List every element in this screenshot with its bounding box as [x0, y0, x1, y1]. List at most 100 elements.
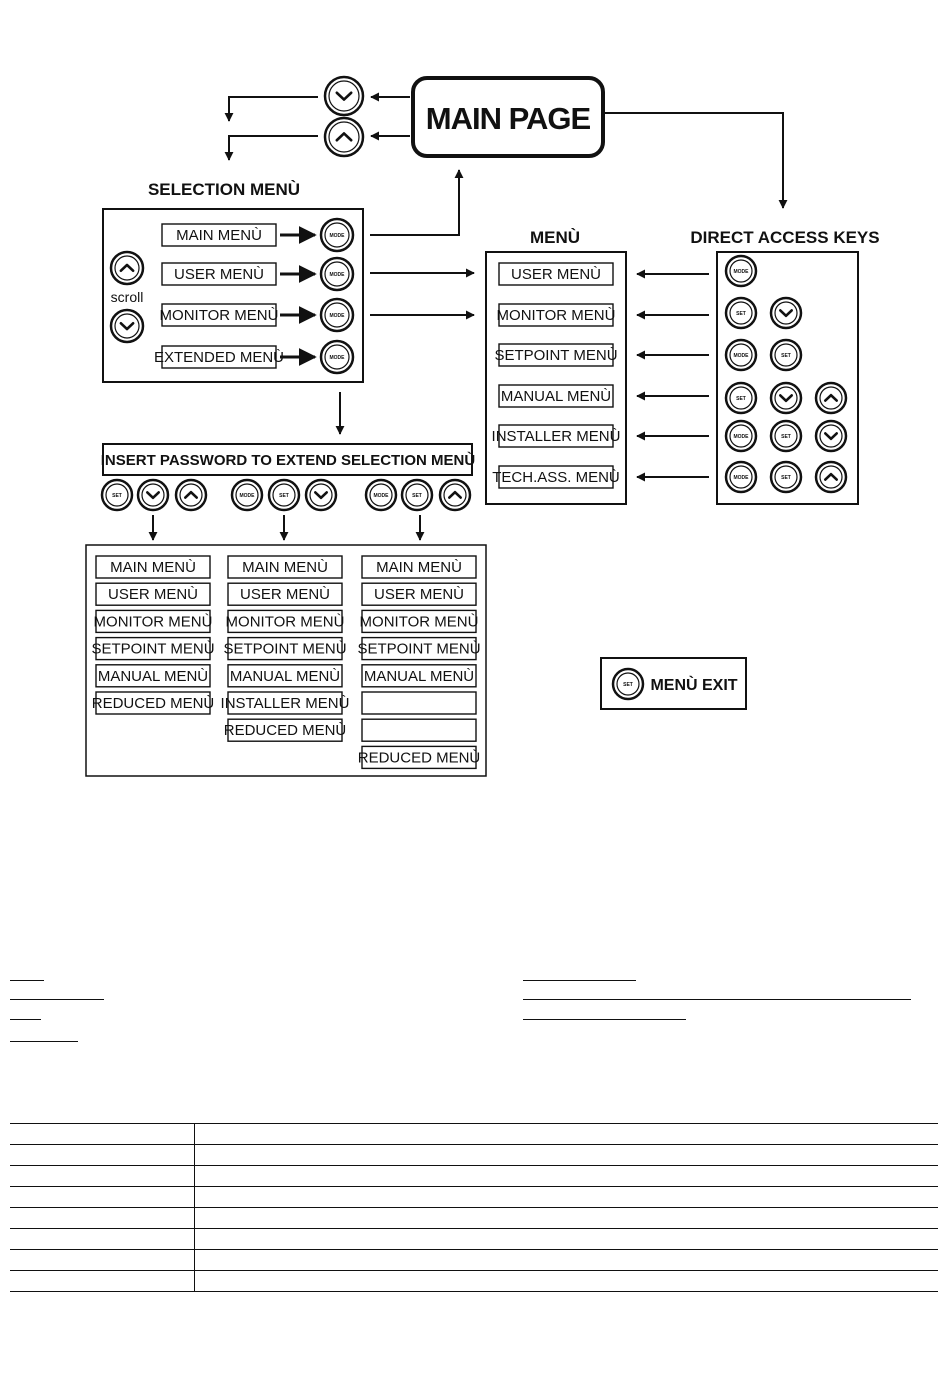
down-chevron-key[interactable] — [109, 308, 145, 344]
menu-item-box — [498, 424, 614, 448]
extended-menu-item-box — [95, 636, 211, 661]
extended-menu-item-box — [227, 555, 343, 579]
set-key-label: SET — [781, 353, 791, 359]
extended-menu-item: SETPOINT MENÙ — [223, 641, 346, 658]
down-chevron-key[interactable] — [136, 478, 170, 512]
mode-key[interactable]: MODE — [724, 460, 758, 494]
up-chevron-key[interactable] — [814, 460, 848, 494]
mode-key[interactable]: MODE — [364, 478, 398, 512]
table-row — [10, 1249, 938, 1271]
extended-menu-item: MAIN MENÙ — [242, 559, 328, 576]
table-row — [10, 1207, 938, 1229]
extended-menu-item-box — [227, 664, 343, 688]
extended-menu-item-box — [95, 664, 211, 688]
extended-menu-item: MAIN MENÙ — [110, 559, 196, 576]
chevron-up-icon — [824, 472, 838, 481]
extended-menu-item-box — [95, 609, 211, 634]
menu-item: MONITOR MENÙ — [497, 307, 616, 324]
extended-menu-item-box — [361, 664, 477, 688]
mode-key[interactable]: MODE — [724, 338, 758, 372]
mode-key-label: MODE — [734, 269, 750, 275]
up-chevron-key[interactable] — [174, 478, 208, 512]
mode-key[interactable]: MODE — [319, 256, 355, 292]
set-key-label: SET — [279, 493, 289, 499]
table-row — [10, 1144, 938, 1166]
mode-key[interactable]: MODE — [319, 339, 355, 375]
menu-item: USER MENÙ — [511, 266, 601, 283]
selection-menu-item: EXTENDED MENÙ — [154, 349, 284, 366]
mode-key-label: MODE — [330, 313, 346, 319]
selection-menu-title: SELECTION MENÙ — [148, 180, 300, 199]
set-key[interactable]: SET — [724, 296, 758, 330]
up-chevron-key[interactable] — [438, 478, 472, 512]
chevron-up-icon — [335, 132, 353, 142]
mode-key[interactable]: MODE — [230, 478, 264, 512]
main-page-box — [411, 76, 605, 158]
extended-menu-item-box — [227, 636, 343, 661]
extended-menu-item-box — [361, 555, 477, 579]
up-chevron-key[interactable] — [814, 381, 848, 415]
chevron-down-icon — [779, 309, 793, 318]
underline-mark — [523, 999, 911, 1000]
extended-menu-item-box — [361, 718, 477, 742]
down-chevron-key[interactable] — [769, 381, 803, 415]
extended-menu-item-box — [361, 691, 477, 715]
chevron-down-icon — [824, 432, 838, 441]
set-key[interactable]: SET — [267, 478, 301, 512]
extended-menu-item: USER MENÙ — [374, 586, 464, 603]
down-chevron-key[interactable] — [323, 75, 365, 117]
empty-ruled-table — [10, 1123, 938, 1292]
set-key-label: SET — [781, 475, 791, 481]
extended-menu-item: REDUCED MENÙ — [358, 749, 481, 766]
set-key[interactable]: SET — [724, 381, 758, 415]
set-key[interactable]: SET — [769, 338, 803, 372]
down-chevron-key[interactable] — [304, 478, 338, 512]
mode-key[interactable]: MODE — [724, 254, 758, 288]
underline-mark — [10, 999, 104, 1000]
selection-menu-item-box — [161, 262, 277, 286]
mode-key[interactable]: MODE — [319, 297, 355, 333]
chevron-up-icon — [824, 393, 838, 402]
selection-menu-item-box — [161, 223, 277, 247]
password-box — [102, 443, 473, 476]
menu-item-box — [498, 384, 614, 408]
set-key-label: SET — [412, 493, 422, 499]
menu-item: MANUAL MENÙ — [501, 388, 611, 405]
extended-menu-item: MAIN MENÙ — [376, 559, 462, 576]
set-key[interactable]: SET — [769, 460, 803, 494]
set-key[interactable]: SET — [611, 667, 645, 701]
extended-menu-item-box — [361, 745, 477, 770]
set-key-label: SET — [781, 434, 791, 440]
down-chevron-key[interactable] — [769, 296, 803, 330]
mode-key[interactable]: MODE — [724, 419, 758, 453]
selection-menu-item: MONITOR MENÙ — [160, 307, 279, 324]
up-chevron-key[interactable] — [323, 116, 365, 158]
set-key[interactable]: SET — [100, 478, 134, 512]
extended-menu-item: MONITOR MENÙ — [360, 613, 479, 630]
menu-item-box — [498, 303, 614, 327]
underline-mark — [10, 1041, 78, 1042]
extended-menu-item: USER MENÙ — [108, 586, 198, 603]
chevron-down-icon — [146, 491, 160, 500]
mode-key-label: MODE — [330, 233, 346, 239]
extended-menu-item: MANUAL MENÙ — [230, 668, 340, 685]
menu-item-box — [498, 262, 614, 286]
up-chevron-key[interactable] — [109, 250, 145, 286]
extended-menu-item: USER MENÙ — [240, 586, 330, 603]
set-key[interactable]: SET — [400, 478, 434, 512]
set-key[interactable]: SET — [769, 419, 803, 453]
down-chevron-key[interactable] — [814, 419, 848, 453]
extended-menu-item: INSTALLER MENÙ — [221, 695, 350, 712]
underline-mark — [10, 1019, 41, 1020]
mode-key-label: MODE — [330, 272, 346, 278]
table-row — [10, 1123, 938, 1145]
menu-exit-label: MENÙ EXIT — [650, 675, 737, 694]
menu-item-box — [498, 465, 614, 489]
extended-menu-item-box — [227, 691, 343, 715]
set-key-label: SET — [623, 682, 633, 688]
mode-key[interactable]: MODE — [319, 217, 355, 253]
selection-menu-item-box — [161, 303, 277, 327]
underline-mark — [523, 1019, 686, 1020]
menu-item: INSTALLER MENÙ — [492, 428, 621, 445]
extended-menu-item: REDUCED MENÙ — [92, 695, 215, 712]
